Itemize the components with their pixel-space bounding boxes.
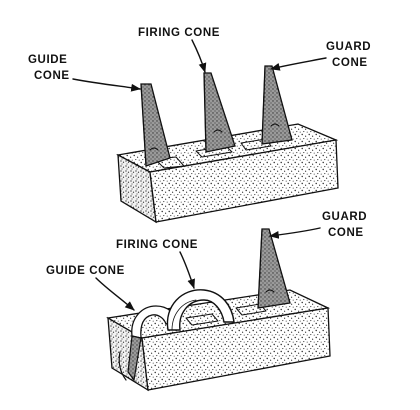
top-firing-label: FIRING CONE [138,27,220,39]
bottom-guide-arrow [95,277,135,311]
bottom-guard-cone [257,228,291,309]
bottom-firing-cone [166,289,235,331]
top-guard-arrow [270,57,327,71]
bottom-firing-arrow [179,251,195,289]
top-guide-label-line1: GUIDE [28,54,67,66]
top-guard-label-line1: GUARD [326,41,371,53]
top-guide-label-line2: CONE [34,70,70,82]
top-diagram: GUIDE CONE FIRING CONE GUARD CONE [28,27,371,224]
top-firing-cone [203,72,236,153]
bottom-diagram: GUIDE CONE FIRING CONE GUARD CONE [46,211,367,392]
top-plaque-side-face [149,139,339,223]
bottom-guard-label-line1: GUARD [322,211,367,223]
bottom-plaque-side-face [141,307,331,391]
bottom-guard-arrow [269,227,321,239]
bottom-guard-label-line2: CONE [328,227,364,239]
top-guard-label-line2: CONE [332,57,368,69]
top-guide-cone [140,83,171,167]
bottom-firing-label: FIRING CONE [116,239,198,251]
bottom-guide-cone [118,305,177,382]
top-firing-arrow [191,39,207,73]
top-guard-cone [261,65,293,145]
top-guide-arrow [72,78,141,92]
bottom-guide-label: GUIDE CONE [46,265,125,277]
